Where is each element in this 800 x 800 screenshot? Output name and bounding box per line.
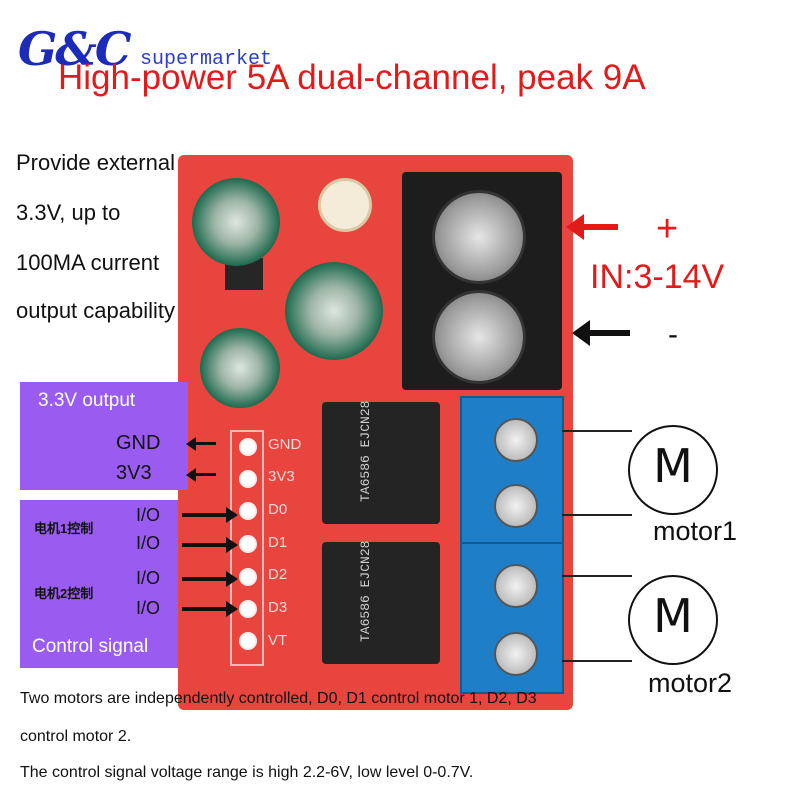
io-label-d3: I/O [136,598,161,618]
note-line-1: Provide external [16,150,175,175]
pin-d2[interactable] [239,568,257,586]
motor1-terminal [460,396,564,548]
plus-arrow-shaft [572,224,618,230]
motor1-wire-top [562,430,632,432]
pin-label-vt: VT [268,632,288,649]
product-title: High-power 5A dual-channel, peak 9A [58,58,646,97]
power-screw-plus[interactable] [432,190,526,284]
description-line-3: The control signal voltage range is high… [20,764,474,781]
output-panel [20,382,188,490]
motor2-screw-a[interactable] [494,564,538,608]
input-voltage-label: IN:3-14V [590,258,725,296]
note-line-3: 100MA current [16,250,160,275]
d3-arrow-shaft [182,607,228,611]
pin-d3[interactable] [239,600,257,618]
d0-arrow-head [226,507,238,523]
pin-d0[interactable] [239,502,257,520]
input-minus-label: - [668,318,678,351]
input-plus-label: + [656,208,679,250]
note-line-4: output capability [16,298,175,323]
pin-label-d2: D2 [268,566,288,583]
motor2-wire-top [562,575,632,577]
motor1-symbol: M [628,425,718,515]
brand-logo-subtitle: supermarket [140,48,273,71]
pin-header [230,430,264,666]
io-label-d2: I/O [136,568,161,588]
d0-arrow-shaft [182,513,228,517]
pin-label-d3: D3 [268,599,288,616]
minus-arrow-head [572,320,590,346]
capacitor-top [192,178,280,266]
motor2-wire-bottom [562,660,632,662]
motor2-terminal [460,542,564,694]
chip-2-marking: TA6586 EJCN28 [358,540,373,642]
pin-label-d1: D1 [268,534,288,551]
pin-d1[interactable] [239,535,257,553]
output-panel-title: 3.3V output [38,390,136,411]
pin-gnd[interactable] [239,438,257,456]
motor1-screw-b[interactable] [494,484,538,528]
driver-chip-1: TA6586 EJCN28 [322,400,440,524]
3v3-arrow-shaft [192,473,216,476]
io-label-d0: I/O [136,505,161,525]
control-panel-title: Control signal [32,636,149,657]
motor1-letter: M [653,439,693,493]
d2-arrow-head [226,571,238,587]
mounting-hole [318,178,372,232]
description-line-1: Two motors are independently controlled,… [20,690,537,707]
d1-arrow-shaft [182,543,228,547]
pin-label-gnd: GND [268,436,302,453]
minus-arrow-shaft [582,330,630,336]
io-label-d1: I/O [136,533,161,553]
plus-arrow-head [566,214,584,240]
gnd-arrow-shaft [192,442,216,445]
motor2-control-label: 电机2控制 [34,586,94,601]
gnd-arrow-head [186,437,196,451]
note-line-2: 3.3V, up to [16,200,121,225]
capacitor-bottom [200,328,280,408]
3v3-arrow-head [186,468,196,482]
control-panel [20,500,178,668]
description-line-2: control motor 2. [20,728,132,745]
d1-arrow-head [226,537,238,553]
capacitor-middle [285,262,383,360]
motor1-label: motor1 [653,516,738,546]
pin-label-3v3: 3V3 [268,468,295,485]
brand-logo: G&C [18,22,131,76]
power-screw-minus[interactable] [432,290,526,384]
chip-1-marking: TA6586 EJCN28 [358,400,373,502]
motor2-screw-b[interactable] [494,632,538,676]
motor2-letter: M [653,589,693,643]
motor1-control-label: 电机1控制 [34,521,94,536]
output-gnd-label: GND [116,432,161,454]
pin-label-d0: D0 [268,501,288,518]
d3-arrow-head [226,601,238,617]
d2-arrow-shaft [182,577,228,581]
motor1-screw-a[interactable] [494,418,538,462]
driver-chip-2: TA6586 EJCN28 [322,540,440,664]
pin-3v3[interactable] [239,470,257,488]
output-3v3-label: 3V3 [116,462,152,484]
power-terminal-block [402,172,562,390]
motor2-label: motor2 [648,668,733,698]
motor2-symbol: M [628,575,718,665]
pin-vt[interactable] [239,632,257,650]
motor1-wire-bottom [562,514,632,516]
